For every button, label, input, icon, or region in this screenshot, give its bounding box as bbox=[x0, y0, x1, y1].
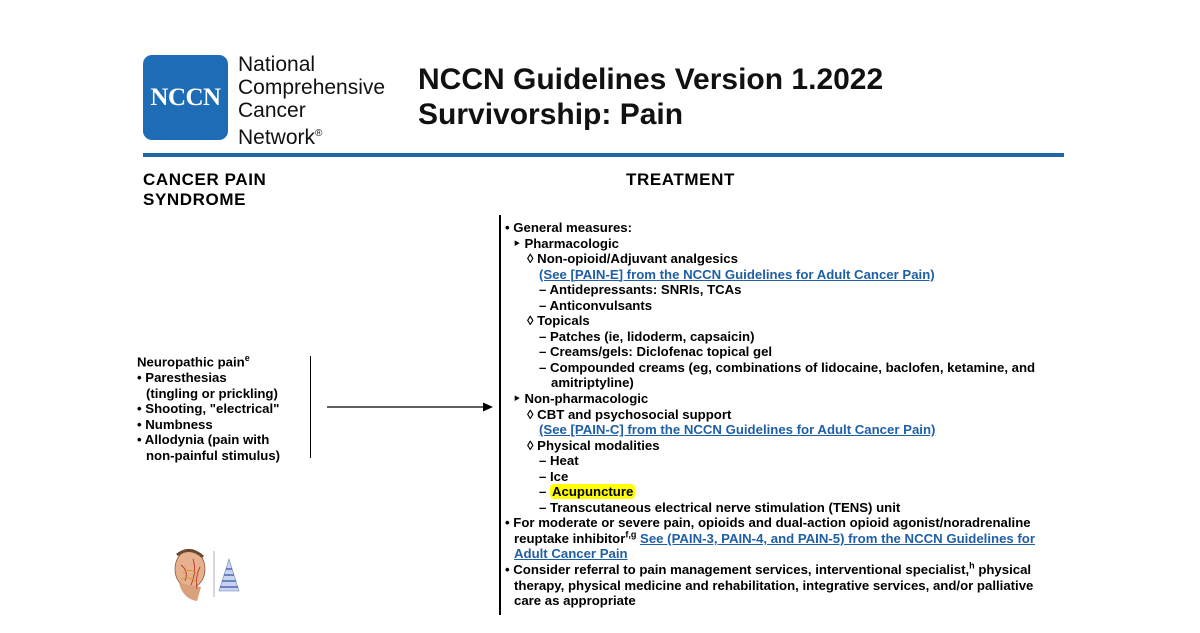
highlighted-term: Acupuncture bbox=[550, 484, 636, 500]
list-item: ‣ Non-pharmacologic bbox=[513, 391, 649, 407]
guideline-link[interactable]: (See [PAIN-E] from the NCCN Guidelines f… bbox=[539, 266, 935, 282]
list-item-cont: therapy, physical medicine and rehabilit… bbox=[514, 577, 1034, 593]
list-item: • Allodynia (pain with bbox=[137, 432, 270, 448]
column-heading-treatment: TREATMENT bbox=[626, 170, 735, 189]
list-item: ◊ Physical modalities bbox=[527, 437, 660, 453]
list-item: ◊ Topicals bbox=[527, 313, 590, 329]
list-item-cont: (tingling or prickling) bbox=[146, 385, 278, 401]
logo-text: NCCN bbox=[150, 83, 221, 111]
heading-line: SYNDROME bbox=[143, 190, 247, 209]
list-item: – Creams/gels: Diclofenac topical gel bbox=[539, 344, 773, 360]
nccn-logo: NCCN bbox=[143, 55, 228, 140]
list-item: • General measures: bbox=[505, 220, 633, 235]
syndrome-block: Neuropathic paine • Paresthesias (tingli… bbox=[137, 351, 280, 464]
list-item: • Consider referral to pain management s… bbox=[505, 560, 1095, 578]
list-item: • Shooting, "electrical" bbox=[137, 401, 280, 417]
list-item: • Numbness bbox=[137, 416, 213, 432]
list-item: – Heat bbox=[539, 453, 579, 469]
header-divider bbox=[143, 153, 1064, 157]
footnote-ref: f,g bbox=[625, 529, 637, 540]
syndrome-title: Neuropathic pain bbox=[137, 354, 245, 370]
registered-mark: ® bbox=[315, 128, 323, 139]
list-item: – Transcutaneous electrical nerve stimul… bbox=[539, 499, 901, 515]
dash: – bbox=[539, 484, 550, 500]
list-item: – Antidepressants: SNRIs, TCAs bbox=[539, 282, 742, 298]
heading-line: CANCER PAIN bbox=[143, 170, 267, 189]
head-nerve-illustration bbox=[174, 549, 240, 601]
list-item-cont: care as appropriate bbox=[514, 593, 636, 609]
list-item: ◊ Non-opioid/Adjuvant analgesics bbox=[527, 251, 738, 267]
column-heading-syndrome: CANCER PAIN SYNDROME bbox=[143, 170, 266, 210]
org-line: Cancer bbox=[238, 99, 306, 122]
org-line: National bbox=[238, 53, 316, 76]
arrow-right-icon bbox=[327, 402, 493, 412]
title-line-2: Survivorship: Pain bbox=[418, 98, 684, 131]
text-run: • Consider referral to pain management s… bbox=[505, 562, 970, 578]
footnote-ref: e bbox=[244, 353, 250, 363]
list-item: – Patches (ie, lidoderm, capsaicin) bbox=[539, 328, 755, 344]
page-title: NCCN Guidelines Version 1.2022 Survivors… bbox=[418, 62, 883, 132]
list-item: • Paresthesias bbox=[137, 369, 227, 385]
list-item-cont: amitriptyline) bbox=[551, 375, 634, 391]
guideline-link[interactable]: Adult Cancer Pain bbox=[514, 546, 628, 562]
bracket-line bbox=[310, 356, 311, 458]
list-item-cont: reuptake inhibitorf,g See (PAIN-3, PAIN-… bbox=[505, 529, 1095, 547]
title-line-1: NCCN Guidelines Version 1.2022 bbox=[418, 63, 884, 96]
text-run: physical bbox=[974, 562, 1032, 578]
organization-name: National Comprehensive Cancer Network® bbox=[238, 53, 385, 149]
guideline-link[interactable]: See (PAIN-3, PAIN-4, and PAIN-5) from th… bbox=[640, 530, 1035, 546]
list-item: – Ice bbox=[539, 468, 569, 484]
list-item: ◊ CBT and psychosocial support bbox=[527, 406, 732, 422]
list-item: – Acupuncture bbox=[505, 484, 1095, 500]
list-item: • For moderate or severe pain, opioids a… bbox=[505, 515, 1031, 531]
list-item: – Compounded creams (eg, combinations of… bbox=[539, 359, 1036, 375]
org-line: Network bbox=[238, 126, 316, 149]
list-item: ‣ Pharmacologic bbox=[513, 235, 619, 251]
bracket-line bbox=[499, 215, 501, 615]
list-item: – Anticonvulsants bbox=[539, 297, 653, 313]
guideline-link[interactable]: (See [PAIN-C] from the NCCN Guidelines f… bbox=[539, 422, 936, 438]
list-item-cont: non-painful stimulus) bbox=[146, 447, 281, 463]
footnote-ref: h bbox=[969, 560, 975, 571]
text-run: reuptake inhibitor bbox=[514, 530, 626, 546]
treatment-list: • General measures: ‣ Pharmacologic ◊ No… bbox=[505, 220, 1095, 609]
org-line: Comprehensive bbox=[238, 76, 386, 99]
